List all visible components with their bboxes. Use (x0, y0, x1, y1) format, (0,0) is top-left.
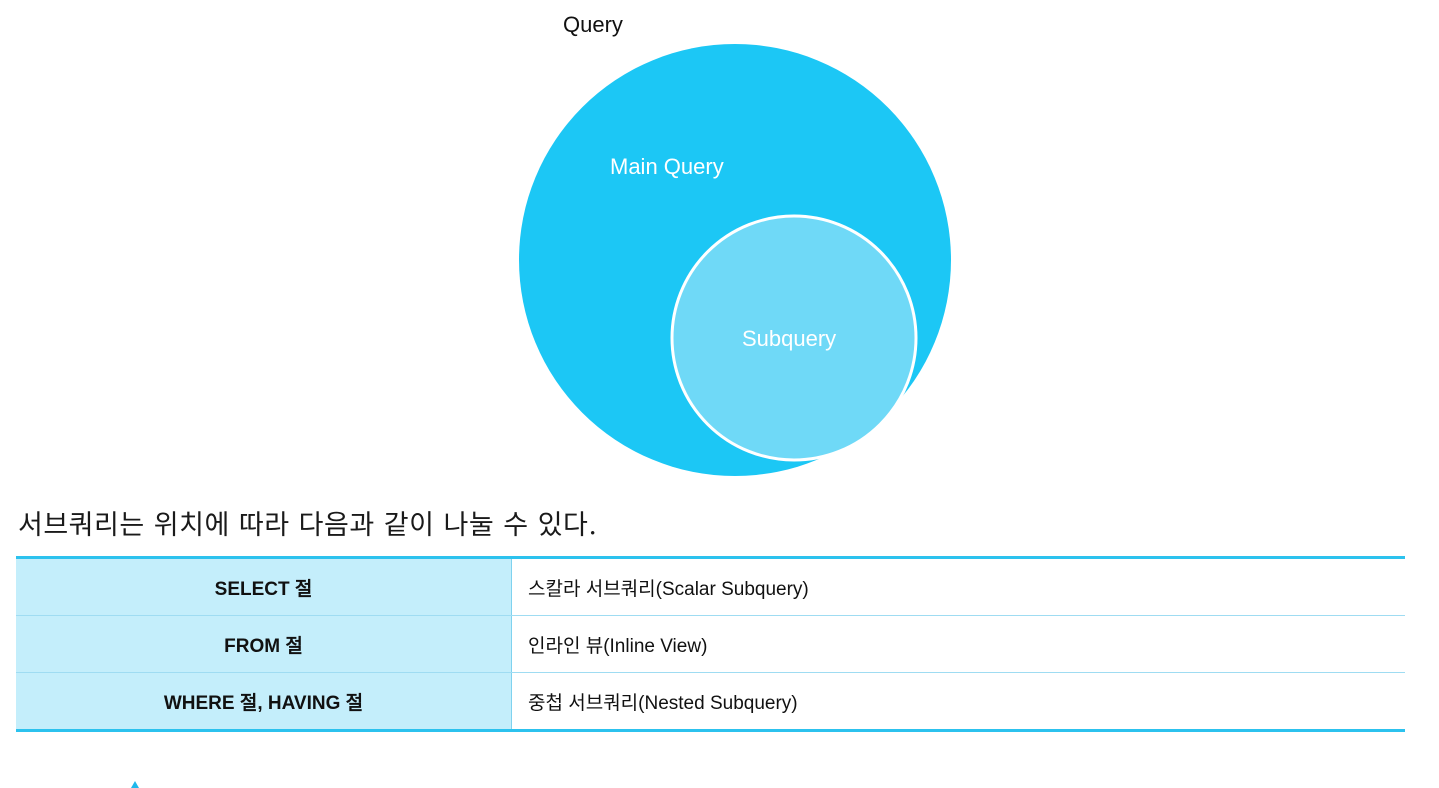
subquery-circle (670, 214, 918, 462)
subquery-label: Subquery (742, 326, 836, 351)
subquery-type-cell: 중첩 서브쿼리(Nested Subquery) (511, 672, 1405, 732)
position-cell: SELECT 절 (16, 556, 512, 616)
triangle-marker-icon (131, 781, 139, 788)
table-row: SELECT 절 스칼라 서브쿼리(Scalar Subquery) (16, 556, 1405, 616)
table-row: WHERE 절, HAVING 절 중첩 서브쿼리(Nested Subquer… (16, 672, 1405, 732)
query-venn-diagram: Query Main Query Subquery (519, 12, 951, 476)
query-label: Query (563, 12, 623, 37)
table-row: FROM 절 인라인 뷰(Inline View) (16, 615, 1405, 673)
subquery-type-cell: 스칼라 서브쿼리(Scalar Subquery) (511, 556, 1405, 616)
intro-text: 서브쿼리는 위치에 따라 다음과 같이 나눌 수 있다. (18, 510, 598, 541)
subquery-position-table: SELECT 절 스칼라 서브쿼리(Scalar Subquery) FROM … (16, 556, 1405, 732)
position-cell: WHERE 절, HAVING 절 (16, 672, 512, 732)
main-query-label: Main Query (610, 154, 724, 179)
subquery-type-cell: 인라인 뷰(Inline View) (511, 615, 1405, 673)
position-cell: FROM 절 (16, 615, 512, 673)
